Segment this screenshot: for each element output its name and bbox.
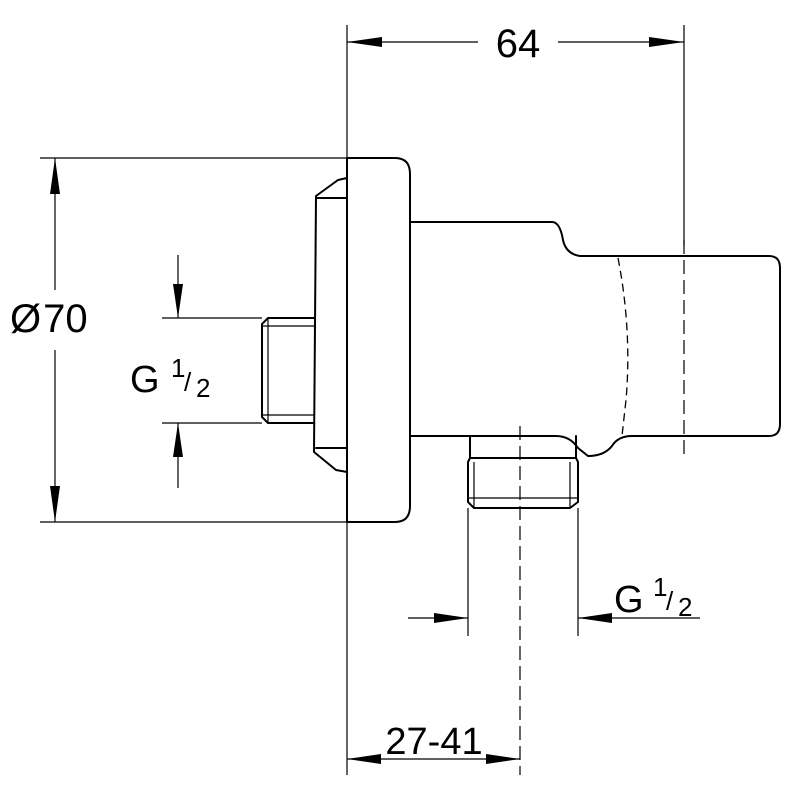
dimension-width-64: 64 bbox=[346, 22, 685, 246]
dimension-outlet-thread: G 1 / 2 bbox=[408, 508, 700, 636]
svg-text:Ø70: Ø70 bbox=[10, 297, 88, 341]
escutcheon-cone bbox=[313, 177, 348, 473]
outlet-thread-letter: G bbox=[614, 579, 644, 621]
dimension-inlet-thread: G 1 / 2 bbox=[130, 255, 262, 488]
wall-flange bbox=[346, 157, 411, 523]
inlet-thread-num: 1 bbox=[171, 353, 185, 383]
svg-text:/: / bbox=[184, 367, 192, 397]
outlet-thread-num: 1 bbox=[653, 572, 667, 602]
wall-outlet-elbow-outline bbox=[261, 157, 781, 523]
inlet-thread-nipple bbox=[261, 317, 315, 424]
width-label: 64 bbox=[496, 22, 541, 66]
diameter-value: 70 bbox=[43, 297, 88, 341]
dimension-projection-27-41: 27-41 bbox=[346, 522, 520, 775]
inlet-thread-den: 2 bbox=[196, 373, 210, 403]
diameter-symbol: Ø bbox=[10, 297, 41, 341]
outlet-thread-den: 2 bbox=[678, 592, 692, 622]
svg-text:G: G bbox=[130, 359, 160, 401]
body-cut-line bbox=[617, 257, 629, 437]
elbow-body bbox=[409, 221, 781, 457]
projection-label: 27-41 bbox=[385, 721, 482, 763]
outlet-thread-nipple bbox=[469, 435, 577, 459]
inlet-thread-letter: G bbox=[130, 359, 160, 401]
dimension-diameter-70: Ø70 bbox=[10, 157, 347, 523]
svg-text:/: / bbox=[666, 586, 674, 616]
